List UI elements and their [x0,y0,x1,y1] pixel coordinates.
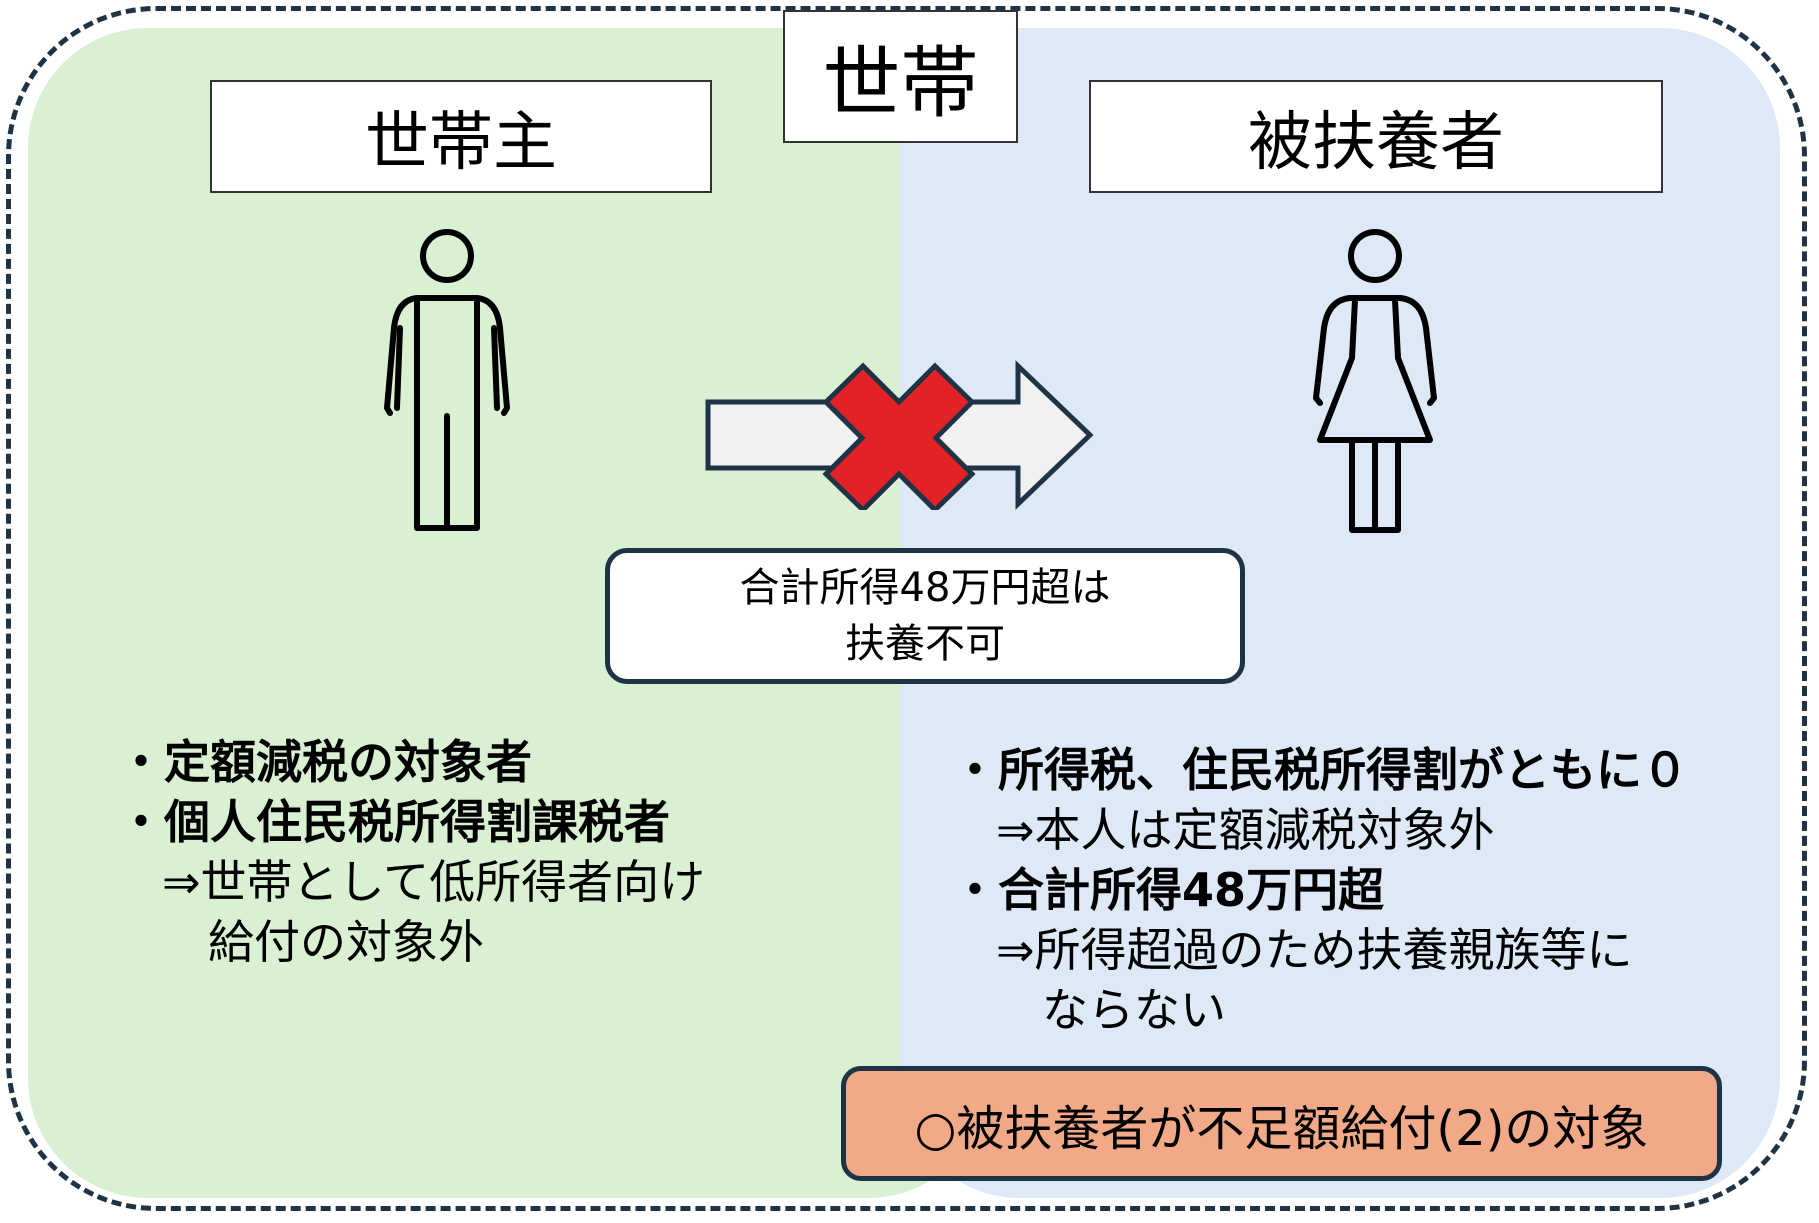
cross-icon [822,362,976,510]
dependent-label: 被扶養者 [1089,80,1663,193]
household-title: 世帯 [783,10,1018,143]
head-bullet-list: ・定額減税の対象者 ・個人住民税所得割課税者 ⇒世帯として低所得者向け 給付の対… [118,732,705,972]
head-bullet-2: ・個人住民税所得割課税者 [118,795,670,849]
result-box: ○被扶養者が不足額給付(2)の対象 [841,1066,1722,1181]
callout-line-1: 合計所得48万円超は [739,565,1111,611]
female-person-icon [1313,229,1437,533]
callout-line-2: 扶養不可 [845,621,1005,667]
head-note-1: ⇒世帯として低所得者向け [162,855,706,909]
head-bullet-1: ・定額減税の対象者 [118,735,532,789]
male-person-icon [384,229,510,531]
dependent-note-1: ⇒本人は定額減税対象外 [996,803,1495,857]
head-label: 世帯主 [210,80,712,193]
blocked-arrow [705,360,1094,510]
dependent-bullet-list: ・所得税、住民税所得割がともに０ ⇒本人は定額減税対象外 ・合計所得48万円超 … [952,740,1688,1040]
dependent-bullet-2: ・合計所得48万円超 [952,863,1385,917]
dependent-note-2: ⇒所得超過のため扶養親族等に [996,923,1633,977]
dependent-note-3: ならない [1042,983,1226,1037]
head-note-2: 給付の対象外 [208,915,484,969]
household-frame [6,6,1807,1211]
dependent-bullet-1: ・所得税、住民税所得割がともに０ [952,743,1688,797]
income-limit-callout: 合計所得48万円超は 扶養不可 [605,548,1245,684]
